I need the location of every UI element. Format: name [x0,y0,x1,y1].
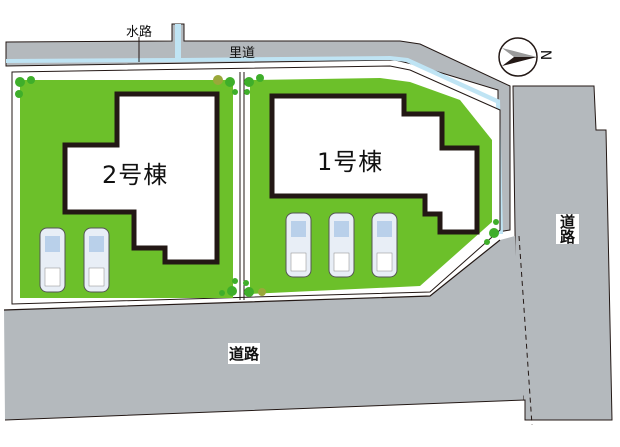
waterway-label: 水路 [126,25,153,40]
parking-car [39,227,66,293]
parking-car [83,227,110,293]
road-right-label: 道路 [556,214,579,244]
building-1-label: 1号棟 [317,148,384,176]
road-right [512,85,613,421]
building-2-outline[interactable] [62,91,220,265]
building-2-label: 2号棟 [102,161,169,189]
road-bottom [4,236,525,420]
side-road-label: 里道 [229,46,256,61]
parking-car [371,212,398,278]
compass-letter: N [537,49,554,61]
building-1-outline[interactable] [269,93,480,235]
shrubs [15,74,499,297]
road-bottom-label: 道路 [228,343,261,364]
boundary-dashed-line [518,235,533,426]
parking-car [328,212,355,278]
parking-car [285,212,312,278]
compass-icon [498,37,538,77]
